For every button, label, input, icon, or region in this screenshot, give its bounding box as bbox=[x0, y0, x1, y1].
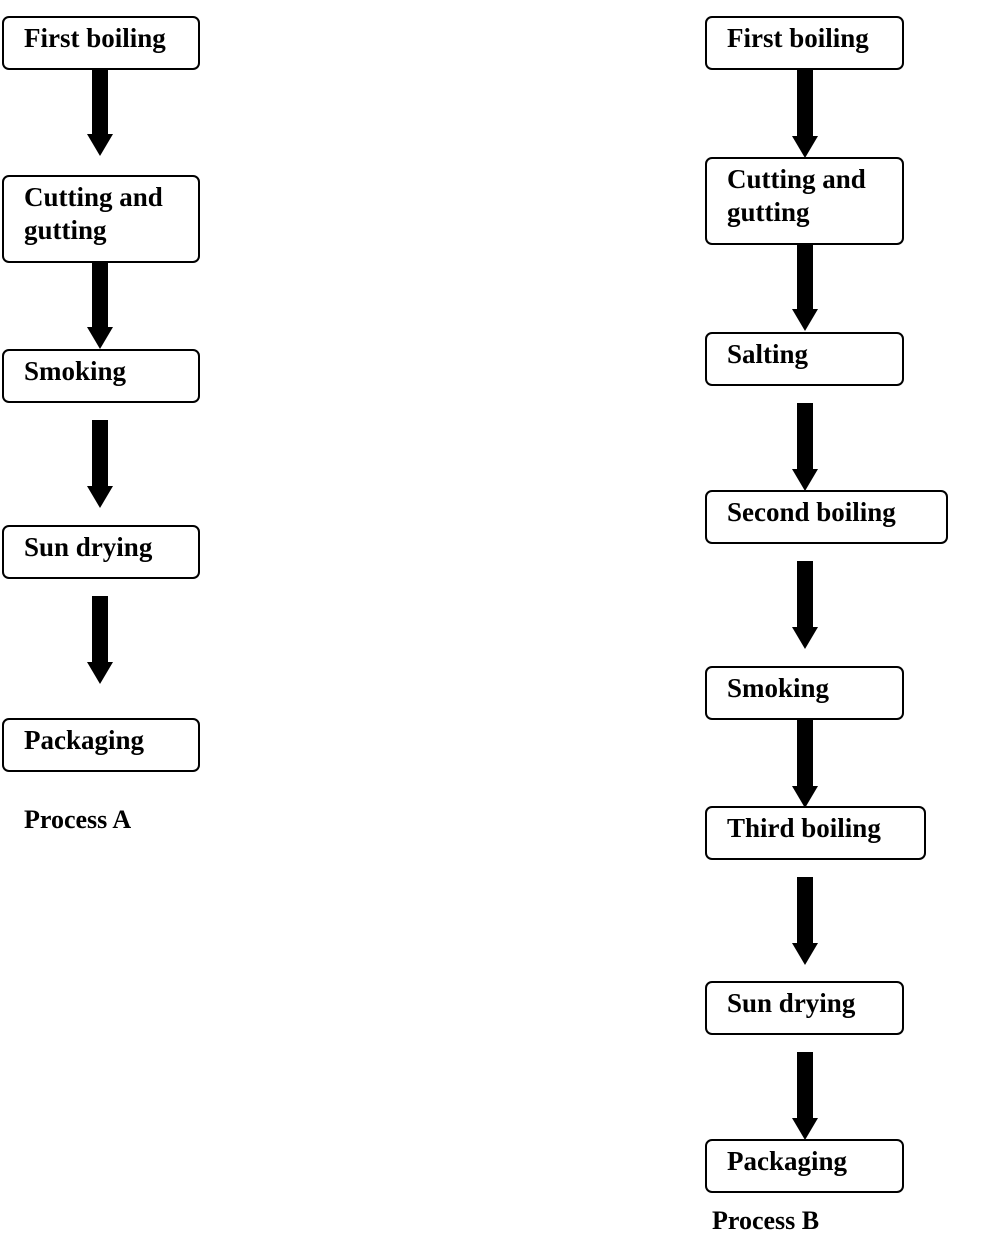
process-b-step-third-boiling: Third boiling bbox=[705, 806, 926, 860]
process-a-step-smoking: Smoking bbox=[2, 349, 200, 403]
process-a-step-first-boiling: First boiling bbox=[2, 16, 200, 70]
process-a-step-sun-drying: Sun drying bbox=[2, 525, 200, 579]
process-b-step-smoking: Smoking bbox=[705, 666, 904, 720]
process-a-caption: Process A bbox=[24, 805, 132, 834]
process-b-step-first-boiling: First boiling bbox=[705, 16, 904, 70]
process-b-step-second-boiling: Second boiling bbox=[705, 490, 948, 544]
process-b-step-cutting-and-gutting: Cutting and gutting bbox=[705, 157, 904, 245]
process-b-step-salting: Salting bbox=[705, 332, 904, 386]
process-b-step-packaging: Packaging bbox=[705, 1139, 904, 1193]
process-b-step-sun-drying: Sun drying bbox=[705, 981, 904, 1035]
process-a-step-cutting-and-gutting: Cutting and gutting bbox=[2, 175, 200, 263]
process-a-step-packaging: Packaging bbox=[2, 718, 200, 772]
process-b-caption: Process B bbox=[712, 1206, 820, 1235]
